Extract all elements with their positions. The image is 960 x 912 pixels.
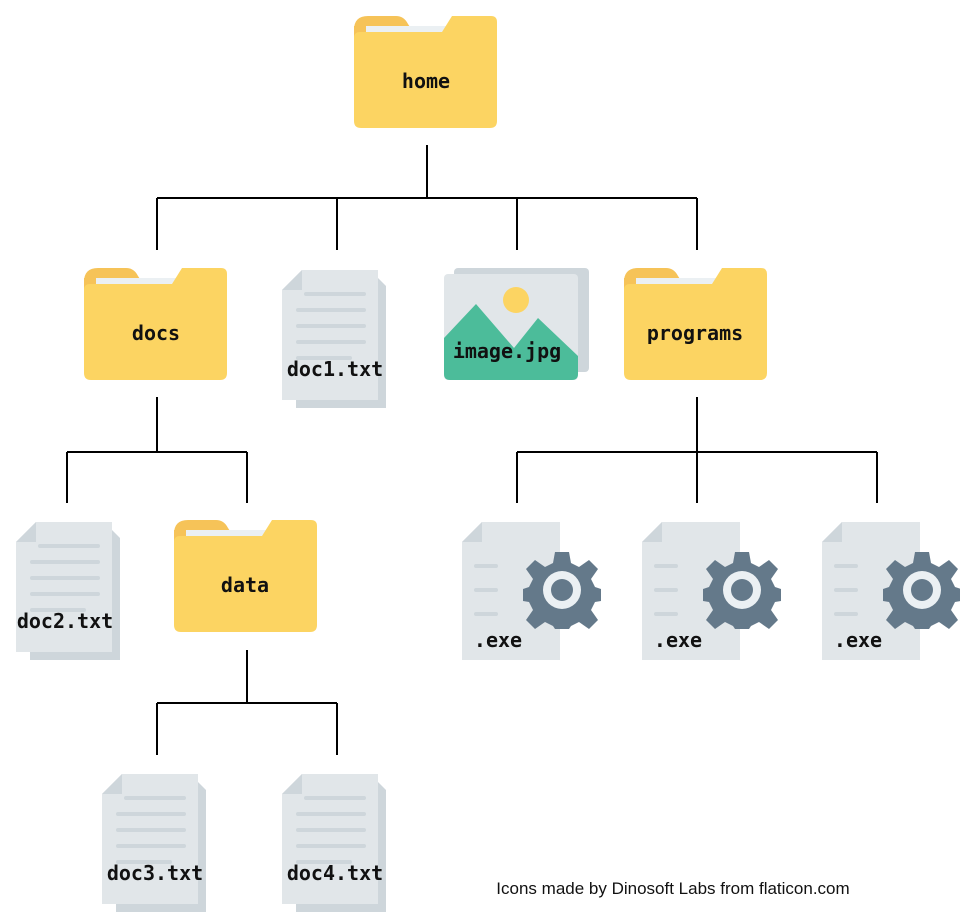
edge-home-children xyxy=(156,145,698,250)
node-doc1[interactable]: doc1.txt xyxy=(282,270,386,408)
node-doc2[interactable]: doc2.txt xyxy=(16,522,120,660)
node-home[interactable]: home xyxy=(354,16,497,128)
node-label: .exe xyxy=(654,628,702,652)
node-label: programs xyxy=(647,321,743,345)
node-programs[interactable]: programs xyxy=(624,268,767,380)
node-exe3[interactable]: .exe xyxy=(822,522,960,660)
node-exe1[interactable]: .exe xyxy=(462,522,601,660)
edge-docs-children xyxy=(66,397,248,503)
edge-data-children xyxy=(156,650,338,755)
node-exe2[interactable]: .exe xyxy=(642,522,781,660)
document-icon xyxy=(16,522,120,660)
node-label: docs xyxy=(132,321,180,345)
node-label: home xyxy=(402,69,450,93)
document-icon xyxy=(282,774,386,912)
node-docs[interactable]: docs xyxy=(84,268,227,380)
node-label: .exe xyxy=(474,628,522,652)
node-doc3[interactable]: doc3.txt xyxy=(102,774,206,912)
edge-programs-children xyxy=(516,397,878,503)
tree-edges xyxy=(66,145,878,755)
node-label: data xyxy=(221,573,269,597)
node-image[interactable]: image.jpg xyxy=(444,268,589,380)
document-icon xyxy=(102,774,206,912)
node-doc4[interactable]: doc4.txt xyxy=(282,774,386,912)
node-data[interactable]: data xyxy=(174,520,317,632)
document-icon xyxy=(282,270,386,408)
image-icon xyxy=(444,268,589,380)
node-label: doc4.txt xyxy=(287,861,383,885)
node-label: doc3.txt xyxy=(107,861,203,885)
node-label: doc2.txt xyxy=(17,609,113,633)
node-label: .exe xyxy=(834,628,882,652)
icon-credit: Icons made by Dinosoft Labs from flatico… xyxy=(496,879,849,898)
node-label: image.jpg xyxy=(453,339,561,363)
node-label: doc1.txt xyxy=(287,357,383,381)
